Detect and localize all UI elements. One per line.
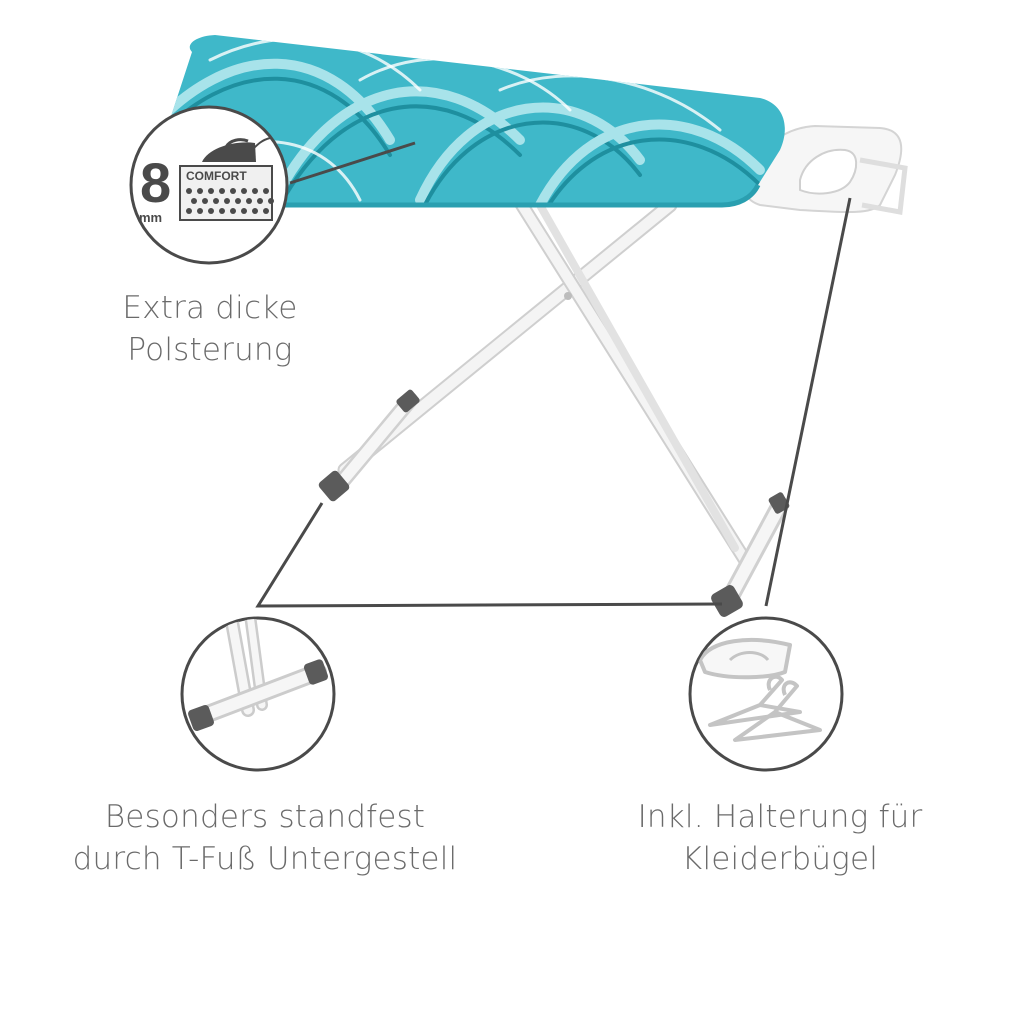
callout-line-hanger	[764, 197, 852, 607]
padding-dot	[241, 188, 247, 194]
padding-dot	[191, 198, 197, 204]
callout-line-tfoot	[255, 502, 723, 608]
padding-dot	[246, 198, 252, 204]
caption-padding-line1: Extra dicke	[122, 290, 298, 326]
padding-dot	[202, 198, 208, 204]
padding-dot	[208, 208, 214, 214]
tfoot-detail	[180, 616, 336, 772]
padding-dot	[235, 198, 241, 204]
caption-hanger-line2: Kleiderbügel	[681, 841, 879, 877]
padding-dots-pattern	[186, 188, 274, 214]
caption-tfoot-line2: durch T-Fuß Untergestell	[72, 841, 458, 877]
badge-number: 8	[140, 151, 171, 214]
tfoot-cap	[768, 492, 790, 514]
caption-padding-line2: Polsterung	[127, 332, 293, 368]
frame-leg	[516, 166, 739, 552]
callout-lines	[255, 141, 852, 608]
tfoot-cap	[711, 585, 743, 617]
hanger-icon	[708, 674, 802, 727]
caption-tfoot: Besonders standfest durch T-Fuß Unterges…	[40, 796, 490, 880]
padding-dot	[224, 198, 230, 204]
board-frame	[318, 163, 790, 617]
tfoot-cap	[396, 389, 420, 413]
padding-dot	[257, 198, 263, 204]
caption-hanger-line1: Inkl. Halterung für	[637, 799, 923, 835]
padding-dot	[208, 188, 214, 194]
hanger-icon	[733, 680, 822, 742]
padding-dot	[230, 188, 236, 194]
iron-icon	[202, 142, 256, 162]
frame-pivot	[564, 292, 572, 300]
padding-dot	[197, 188, 203, 194]
padding-dot	[230, 208, 236, 214]
padding-dot	[241, 208, 247, 214]
padding-dot	[219, 208, 225, 214]
padding-dot	[252, 188, 258, 194]
padding-dot	[213, 198, 219, 204]
callout-line-padding	[289, 141, 416, 185]
caption-padding: Extra dicke Polsterung	[60, 287, 360, 371]
iron-rest	[744, 124, 908, 215]
padding-badge: 8 mm COMFORT	[129, 105, 289, 265]
padding-dot	[186, 188, 192, 194]
padding-dot	[252, 208, 258, 214]
padding-dot	[268, 198, 274, 204]
padding-dot	[263, 188, 269, 194]
badge-label: COMFORT	[186, 169, 247, 183]
padding-dot	[219, 188, 225, 194]
padding-dot	[263, 208, 269, 214]
caption-tfoot-line1: Besonders standfest	[104, 799, 426, 835]
padding-dot	[197, 208, 203, 214]
caption-hanger: Inkl. Halterung für Kleiderbügel	[600, 796, 960, 880]
padding-dot	[186, 208, 192, 214]
tfoot-cap	[318, 470, 350, 502]
hanger-detail	[688, 616, 844, 772]
badge-unit: mm	[139, 210, 162, 225]
